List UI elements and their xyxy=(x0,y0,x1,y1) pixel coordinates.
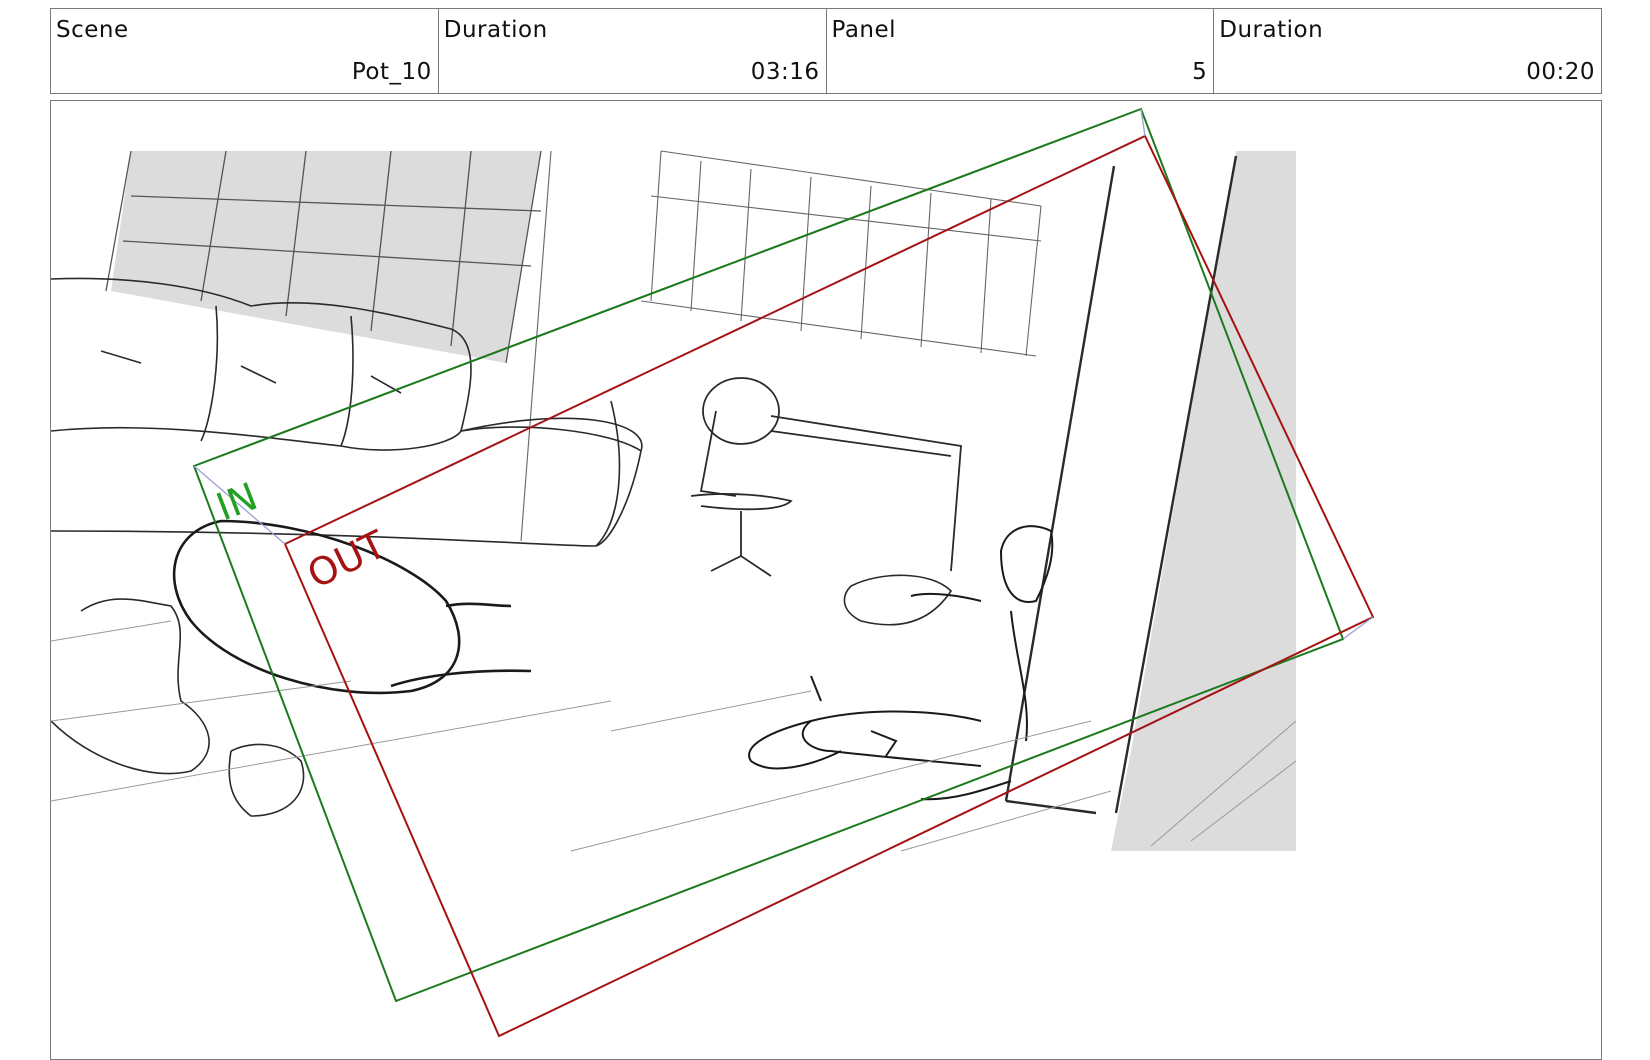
panel-header-table: Scene Pot_10 Duration 03:16 Panel 5 Dura… xyxy=(50,8,1602,94)
wall-shade-right xyxy=(1111,151,1296,851)
beanbag-sketch xyxy=(172,519,532,695)
panel-value: 5 xyxy=(1192,59,1208,85)
scene-cell: Scene Pot_10 xyxy=(51,9,439,93)
floor-clothes-sketch xyxy=(51,574,953,817)
panel-label: Panel xyxy=(831,17,897,43)
panel-duration-value: 00:20 xyxy=(1526,59,1595,85)
storyboard-sketch: IN OUT xyxy=(51,107,1375,1038)
scene-duration-value: 03:16 xyxy=(750,59,820,85)
scene-label: Scene xyxy=(56,17,129,43)
window-shade-left xyxy=(111,151,541,363)
panel-duration-cell: Duration 00:20 xyxy=(1214,9,1601,93)
scene-value: Pot_10 xyxy=(351,59,432,85)
panel-cell: Panel 5 xyxy=(827,9,1215,93)
panel-duration-label: Duration xyxy=(1219,17,1324,43)
scene-duration-label: Duration xyxy=(443,17,548,43)
wall-edge xyxy=(1004,165,1116,815)
storyboard-panel-frame: IN OUT xyxy=(50,100,1602,1060)
camera-move-arrows xyxy=(193,108,1374,640)
floor-lines xyxy=(51,620,1297,852)
window-grid-left xyxy=(105,150,542,364)
right-wall-edge xyxy=(1114,155,1238,814)
window-center xyxy=(520,150,1042,542)
scene-duration-cell: Duration 03:16 xyxy=(439,9,827,93)
sofa-sketch xyxy=(51,277,643,547)
chair-sketch xyxy=(690,377,962,577)
person-sketch xyxy=(748,525,1054,801)
